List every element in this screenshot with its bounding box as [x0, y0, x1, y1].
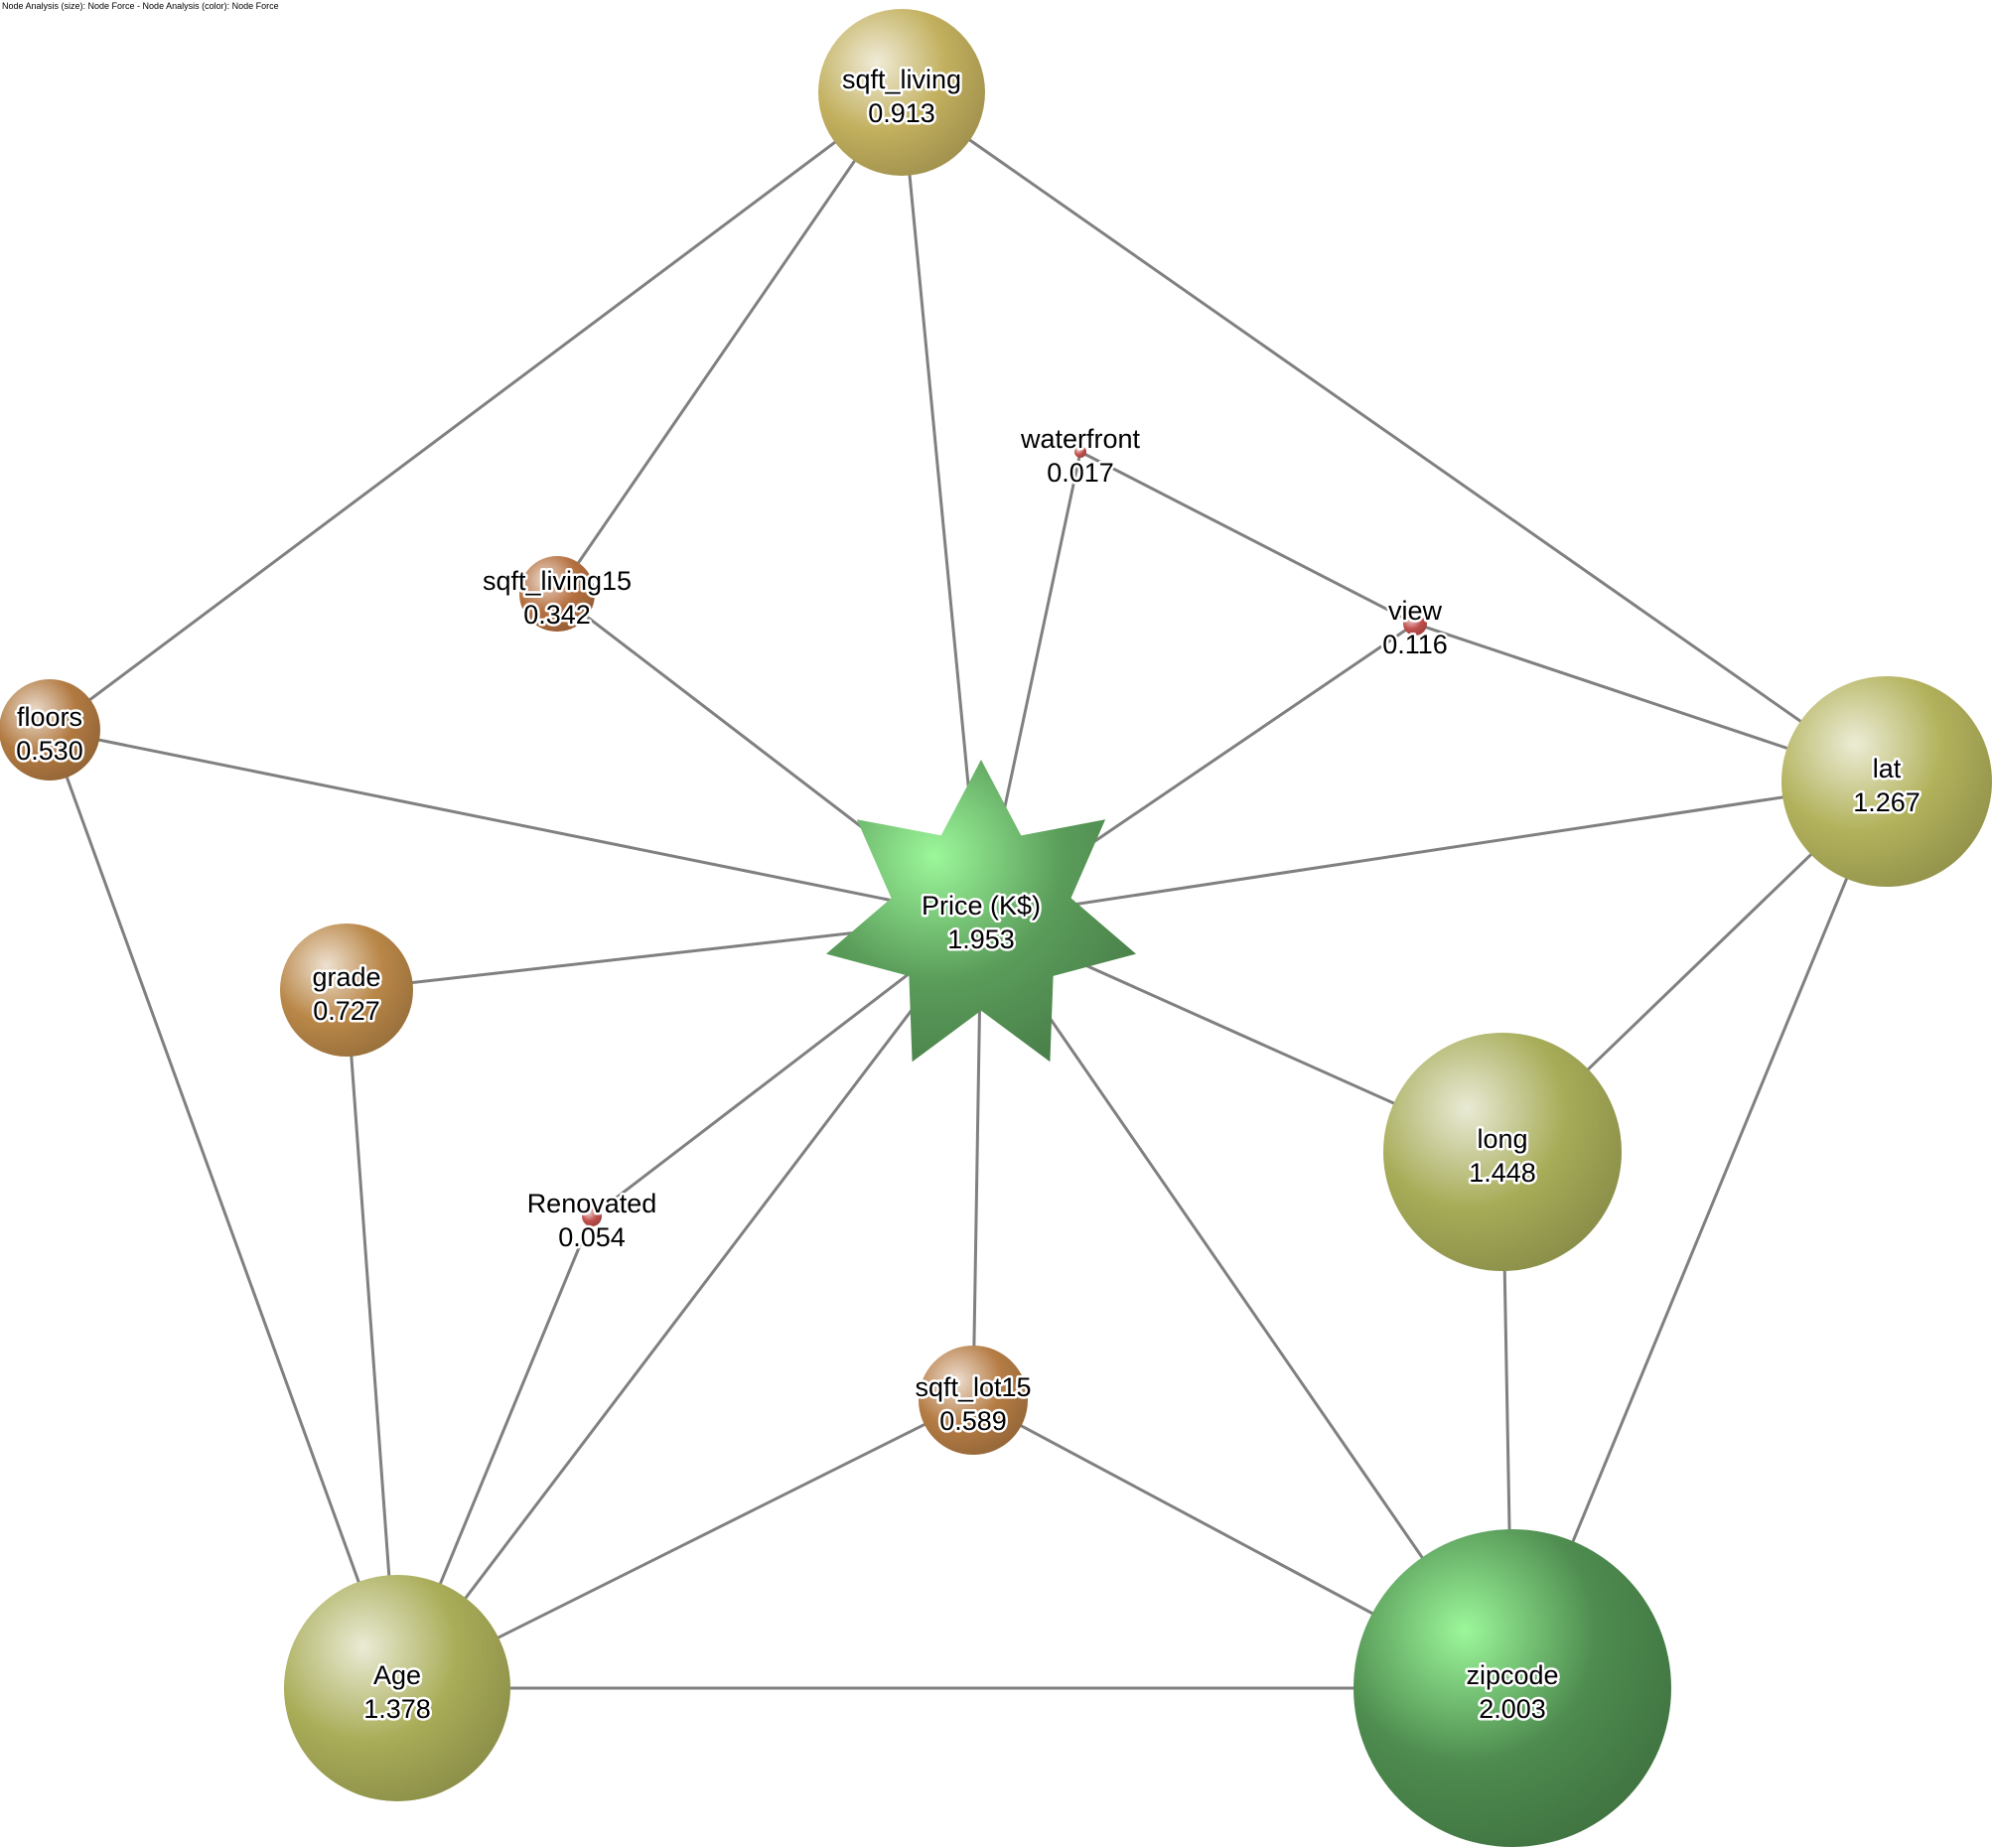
node-value-long: 1.448 [1469, 1158, 1536, 1188]
node-value-grade: 0.727 [313, 996, 380, 1026]
node-value-lat: 1.267 [1853, 787, 1921, 817]
node-label-sqft_lot15: sqft_lot15 [915, 1372, 1031, 1402]
node-zipcode[interactable] [1353, 1529, 1671, 1847]
node-view[interactable] [1403, 612, 1427, 636]
edge-floors-age [48, 729, 399, 1689]
node-label-price: Price (K$) [922, 891, 1041, 921]
edge-lat-price [980, 780, 1888, 921]
node-label-sqft_living: sqft_living [842, 65, 961, 94]
node-sqft_living15[interactable] [519, 556, 595, 632]
edge-grade-age [345, 989, 399, 1689]
edge-price-age [395, 918, 983, 1689]
node-value-renovated: 0.054 [558, 1222, 626, 1252]
node-lat[interactable] [1781, 676, 1992, 887]
node-age[interactable] [284, 1575, 510, 1801]
node-label-lat: lat [1873, 754, 1902, 783]
node-value-view: 0.116 [1382, 630, 1448, 659]
edge-waterfront-view [1079, 450, 1416, 626]
node-label-age: Age [373, 1660, 421, 1690]
edge-sqft_living-price [900, 91, 983, 920]
node-label-sqft_living15: sqft_living15 [483, 566, 632, 596]
node-value-waterfront: 0.017 [1047, 458, 1114, 488]
node-grade[interactable] [280, 924, 413, 1057]
node-long[interactable] [1383, 1033, 1622, 1271]
node-label-grade: grade [312, 962, 380, 992]
node-sqft_lot15[interactable] [919, 1346, 1028, 1455]
node-label-view: view [1388, 596, 1443, 626]
node-waterfront[interactable] [1074, 446, 1086, 458]
node-value-floors: 0.530 [16, 736, 83, 766]
node-label-waterfront: waterfront [1020, 424, 1141, 454]
node-value-sqft_living: 0.913 [868, 98, 935, 128]
edge-sqft_living-floors [49, 90, 903, 732]
node-price[interactable] [826, 760, 1136, 1063]
node-label-floors: floors [17, 702, 82, 732]
edge-sqft_living-lat [901, 90, 1888, 783]
edge-floors-price [49, 728, 982, 921]
nodes-layer [0, 9, 1992, 1847]
node-label-long: long [1477, 1124, 1527, 1154]
node-value-age: 1.378 [363, 1694, 431, 1724]
labels-layer: sqft_living 0.913 waterfront 0.017 sqft_livi… [14, 63, 1923, 1727]
node-value-price: 1.953 [947, 924, 1015, 954]
node-sqft_living[interactable] [818, 9, 985, 176]
node-renovated[interactable] [582, 1207, 602, 1226]
edge-sqft_living-sqft_living15 [555, 91, 904, 595]
node-floors[interactable] [0, 679, 100, 781]
edge-lat-zipcode [1510, 781, 1889, 1689]
node-label-zipcode: zipcode [1466, 1660, 1558, 1690]
node-value-zipcode: 2.003 [1479, 1694, 1546, 1724]
diagram-caption: Node Analysis (size): Node Force - Node … [2, 1, 279, 11]
node-value-sqft_lot15: 0.589 [939, 1406, 1007, 1436]
node-label-renovated: Renovated [527, 1189, 657, 1218]
node-value-sqft_living15: 0.342 [523, 600, 591, 630]
